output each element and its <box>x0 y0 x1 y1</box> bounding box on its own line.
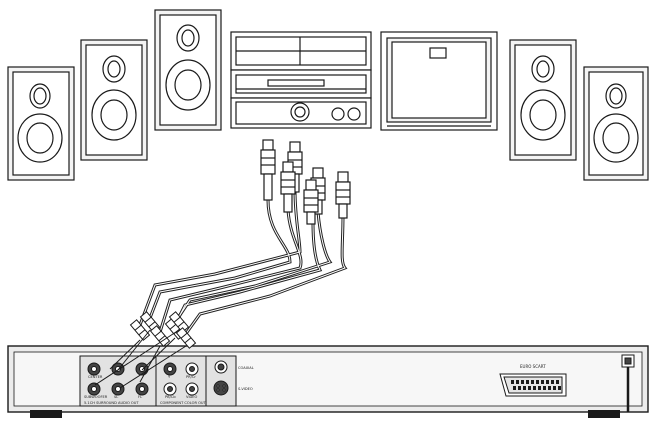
label-euro-scart: EURO SCART <box>520 364 546 369</box>
scart-pin <box>551 380 554 384</box>
label-video: VIDEO <box>186 395 198 399</box>
scart-pin <box>531 380 534 384</box>
scart-pin <box>518 386 521 390</box>
scart-pin <box>533 386 536 390</box>
speaker-right-front <box>509 39 577 161</box>
scart-pin <box>548 386 551 390</box>
scart-pin <box>516 380 519 384</box>
label-surround-audio-out: 5.1CH SURROUND AUDIO OUT <box>84 401 139 405</box>
amplifier-stack <box>230 31 372 129</box>
scart-pin <box>526 380 529 384</box>
rca-plug-5 <box>303 179 319 225</box>
plugged-connectors <box>94 311 197 389</box>
label-y: Y <box>168 375 171 379</box>
scart-pin <box>558 386 561 390</box>
scart-pin <box>541 380 544 384</box>
rca-plug-3 <box>280 161 296 213</box>
scart-pin <box>521 380 524 384</box>
rca-cables-inner <box>139 189 346 336</box>
scart-pin <box>511 380 514 384</box>
digital-video-jack-block <box>205 355 237 407</box>
scart-pin <box>543 386 546 390</box>
label-pb-cb: PB/Cb <box>165 395 176 399</box>
scart-pin <box>528 386 531 390</box>
scart-pin <box>553 386 556 390</box>
speaker-left-rear <box>7 66 75 181</box>
label-front-left: FL <box>138 395 142 399</box>
scart-pin <box>523 386 526 390</box>
speaker-right-rear <box>583 66 649 181</box>
subwoofer <box>380 31 498 131</box>
rca-plug-6 <box>335 171 351 219</box>
label-subwoofer: SUBWOOFER <box>84 395 108 399</box>
speaker-left-front <box>80 39 148 161</box>
scart-pin <box>538 386 541 390</box>
label-coaxial: COAXIAL <box>238 366 254 370</box>
scart-pin <box>536 380 539 384</box>
label-s-video: S-VIDEO <box>238 387 253 391</box>
power-connector <box>621 354 635 412</box>
scart-pin <box>556 380 559 384</box>
speaker-center <box>154 9 222 131</box>
scart-pin <box>546 380 549 384</box>
label-rear-left: SL <box>114 395 118 399</box>
label-pr-cr: PR/Cr <box>186 375 196 379</box>
scart-pin <box>513 386 516 390</box>
scart-connector <box>499 373 567 397</box>
label-component-color-out: COMPONENT COLOR OUT <box>160 401 207 405</box>
label-center: CENTER <box>88 375 103 379</box>
rca-plug-1 <box>260 139 276 201</box>
